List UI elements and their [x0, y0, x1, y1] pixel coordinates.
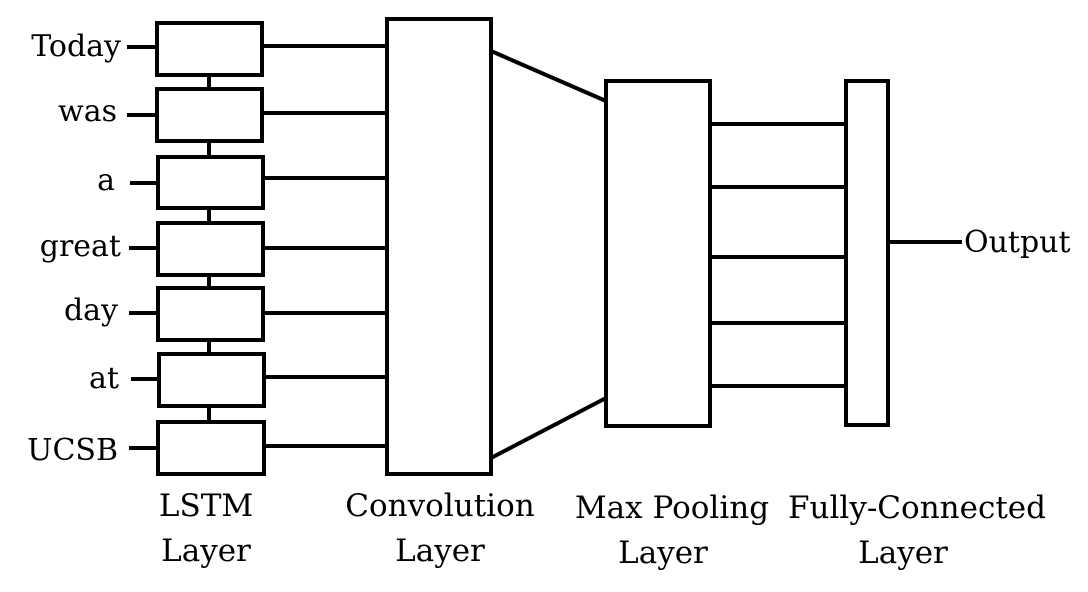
lstm-cell	[155, 21, 264, 77]
input-word: day	[64, 293, 118, 328]
lstm-cell	[156, 420, 266, 476]
lstm-cell	[156, 155, 265, 210]
funnel-bottom-edge	[490, 396, 607, 460]
lstm-cell	[156, 286, 265, 342]
max-pooling-caption-line1: Max Pooling	[575, 490, 769, 526]
lstm-cell	[156, 221, 265, 277]
fully-connected-caption-line1: Fully-Connected	[788, 490, 1046, 526]
lstm-cell	[157, 352, 266, 408]
input-word: UCSB	[27, 433, 118, 468]
lstm-cell	[155, 87, 264, 143]
convolution-caption-line2: Layer	[395, 533, 485, 569]
input-ticks	[127, 45, 159, 450]
lstm-to-conv-wires	[262, 44, 387, 448]
lstm-layer	[155, 21, 266, 476]
lstm-caption-line1: LSTM	[159, 488, 253, 524]
input-words: Today was a great day at UCSB	[27, 29, 121, 468]
layer-captions: LSTM Layer Convolution Layer Max Pooling…	[159, 488, 1046, 571]
pool-to-fc-wires	[710, 122, 846, 388]
convolution-layer-block	[385, 17, 493, 476]
output-label: Output	[964, 225, 1071, 260]
input-word: Today	[31, 29, 121, 64]
fully-connected-layer-block	[844, 79, 890, 427]
conv-to-pool-funnel	[490, 49, 607, 460]
input-word: at	[89, 361, 119, 396]
input-word: great	[40, 229, 121, 264]
input-word: was	[58, 94, 117, 129]
fully-connected-caption-line2: Layer	[858, 535, 948, 571]
funnel-top-edge	[490, 49, 607, 103]
input-word: a	[97, 163, 115, 198]
max-pooling-caption-line2: Layer	[618, 535, 708, 571]
max-pooling-layer-block	[604, 79, 712, 428]
convolution-caption-line1: Convolution	[345, 488, 534, 524]
lstm-caption-line2: Layer	[161, 533, 251, 569]
